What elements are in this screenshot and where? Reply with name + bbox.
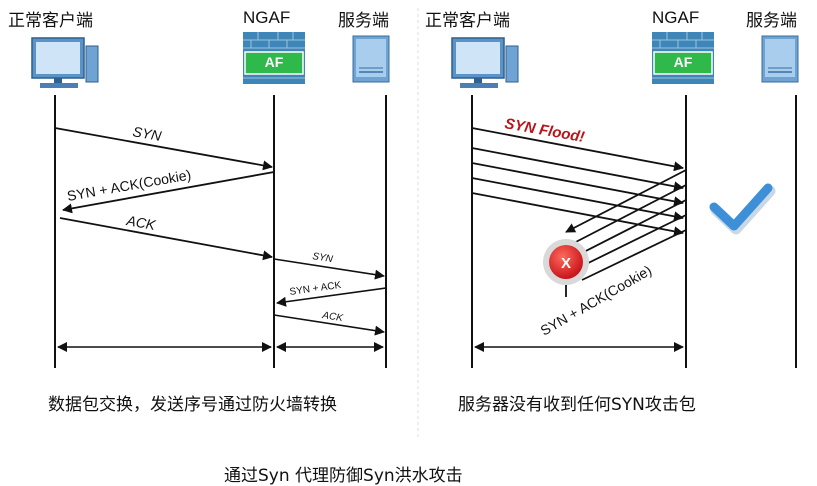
server-icon-right: [761, 35, 799, 83]
server-icon: [352, 35, 390, 83]
synack-cookie-back-arrows: [565, 169, 687, 297]
left-server-label: 服务端: [338, 11, 389, 31]
ngaf-firewall-icon: [243, 32, 305, 84]
check-icon: [709, 183, 776, 235]
syn-small-label: SYN: [312, 251, 335, 265]
left-caption: 数据包交换，发送序号通过防火墙转换: [48, 395, 337, 415]
ack-arrow: [59, 217, 273, 261]
syn-arrow: [54, 127, 273, 171]
right-client-label: 正常客户端: [425, 11, 510, 31]
client-computer-icon: [31, 37, 99, 88]
right-server-label: 服务端: [746, 11, 797, 31]
af-badge-right: AF: [674, 54, 693, 70]
left-ngaf-label: NGAF: [243, 8, 291, 27]
ack-label: ACK: [124, 212, 157, 233]
page-title: 通过Syn 代理防御Syn洪水攻击: [224, 466, 463, 486]
syn-flood-arrows: [471, 127, 684, 237]
syn-small-arrow: [273, 258, 385, 280]
af-badge: AF: [265, 54, 284, 70]
right-ngaf-label: NGAF: [652, 8, 700, 27]
syn-label: SYN: [131, 123, 163, 144]
synack-small-arrow: [276, 287, 387, 307]
ack-small-arrow: [273, 314, 385, 336]
right-caption: 服务器没有收到任何SYN攻击包: [458, 395, 696, 415]
ack-small-label: ACK: [321, 310, 345, 324]
blocked-icon: [543, 239, 589, 285]
ngaf-firewall-icon-right: [652, 32, 714, 84]
synack-cookie-arrow: [62, 171, 275, 214]
client-computer-icon-right: [451, 37, 519, 88]
left-client-label: 正常客户端: [8, 11, 93, 31]
blocked-mark: X: [561, 255, 571, 272]
